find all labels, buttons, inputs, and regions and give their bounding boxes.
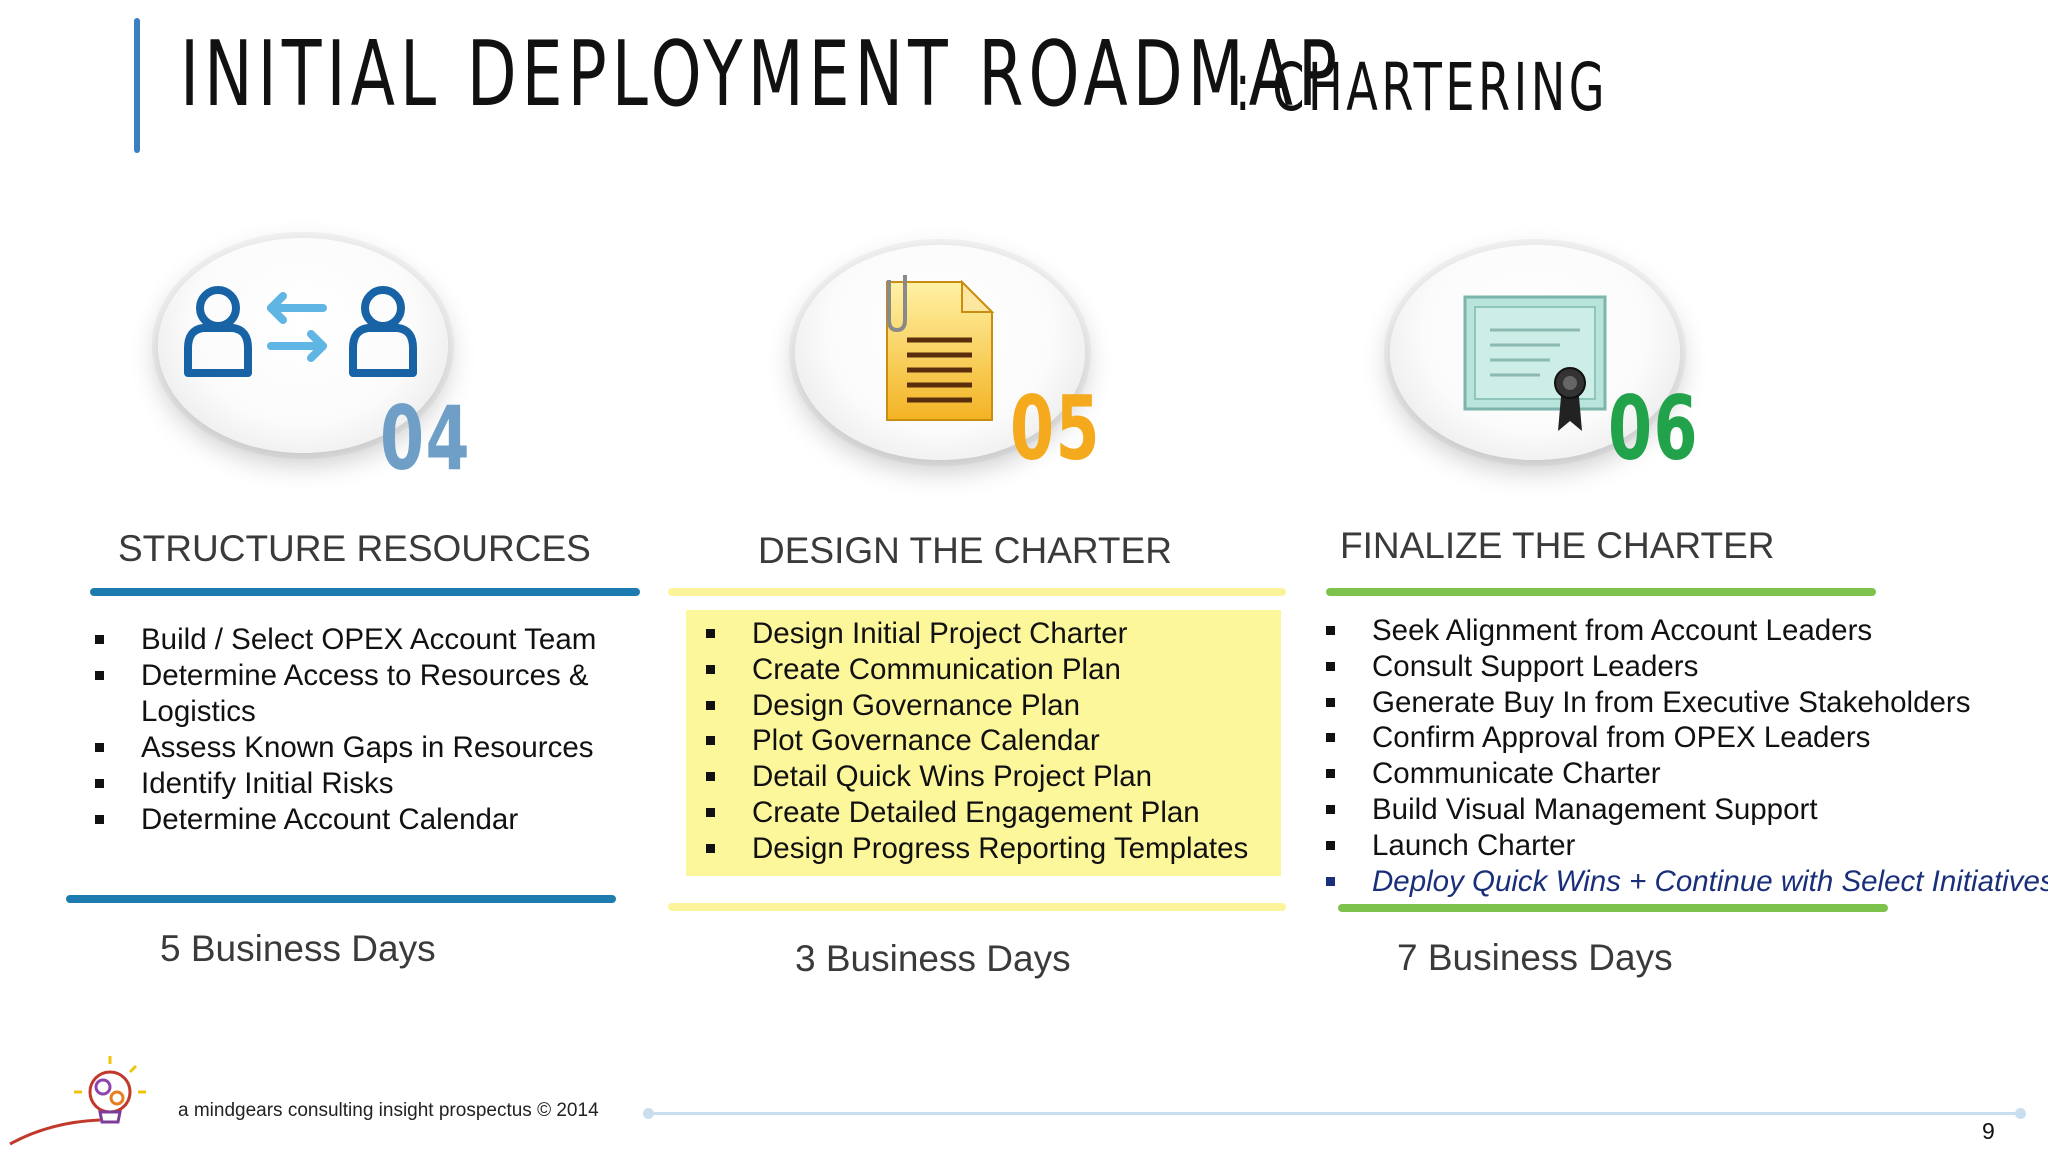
highlight-box xyxy=(686,610,1281,876)
task-list: Build / Select OPEX Account Team Determi… xyxy=(95,622,655,838)
page-title: INITIAL DEPLOYMENT ROADMAP xyxy=(180,22,1343,127)
list-item: Design Governance Plan xyxy=(706,688,1248,724)
list-item: Build / Select OPEX Account Team xyxy=(95,622,655,658)
list-item: Assess Known Gaps in Resources xyxy=(95,730,655,766)
list-item: Determine Account Calendar xyxy=(95,802,655,838)
footer-line-end xyxy=(2015,1108,2026,1119)
document-clip-icon xyxy=(886,275,995,421)
list-item: Create Communication Plan xyxy=(706,652,1248,688)
step-05-badge xyxy=(795,245,1085,460)
list-item: Communicate Charter xyxy=(1326,756,2048,792)
list-item: Seek Alignment from Account Leaders xyxy=(1326,613,2048,649)
footer-divider xyxy=(1338,904,1888,912)
step-04-badge xyxy=(158,238,448,453)
heading-divider xyxy=(1326,588,1876,596)
footer-credit: a mindgears consulting insight prospectu… xyxy=(178,1100,599,1121)
duration-label: 3 Business Days xyxy=(795,938,1071,979)
list-item-highlight: Deploy Quick Wins + Continue with Select… xyxy=(1326,864,2048,900)
list-item: Build Visual Management Support xyxy=(1326,792,2048,828)
list-item: Generate Buy In from Executive Stakehold… xyxy=(1326,685,2048,721)
certificate-icon xyxy=(1463,295,1607,431)
task-list: Seek Alignment from Account Leaders Cons… xyxy=(1326,613,2048,899)
duration-label: 5 Business Days xyxy=(160,928,436,969)
step-number: 06 xyxy=(1608,377,1700,480)
footer-line-start xyxy=(643,1108,654,1119)
list-item: Design Initial Project Charter xyxy=(706,616,1248,652)
list-item: Detail Quick Wins Project Plan xyxy=(706,759,1248,795)
list-item: Create Detailed Engagement Plan xyxy=(706,795,1248,831)
column-heading: STRUCTURE RESOURCES xyxy=(118,528,591,569)
step-number: 05 xyxy=(1010,377,1102,480)
page-number: 9 xyxy=(1982,1118,1995,1144)
step-number: 04 xyxy=(380,387,472,490)
duration-label: 7 Business Days xyxy=(1397,937,1673,978)
page-subtitle: : CHARTERING xyxy=(1235,49,1609,126)
list-item: Determine Access to Resources & xyxy=(95,658,655,694)
heading-divider xyxy=(90,588,640,596)
list-item: Design Progress Reporting Templates xyxy=(706,831,1248,867)
list-item: Identify Initial Risks xyxy=(95,766,655,802)
list-item-continuation: Logistics xyxy=(141,695,256,728)
heading-divider xyxy=(668,588,1286,596)
footer-line xyxy=(648,1112,2020,1115)
people-exchange-icon xyxy=(184,286,417,377)
list-item: Confirm Approval from OPEX Leaders xyxy=(1326,720,2048,756)
title-accent-bar xyxy=(134,18,140,153)
list-item: Plot Governance Calendar xyxy=(706,723,1248,759)
list-item: Consult Support Leaders xyxy=(1326,649,2048,685)
list-item: Launch Charter xyxy=(1326,828,2048,864)
column-heading: FINALIZE THE CHARTER xyxy=(1340,525,1775,566)
step-06-badge xyxy=(1390,245,1680,460)
column-heading: DESIGN THE CHARTER xyxy=(758,530,1172,571)
footer-divider xyxy=(668,903,1286,911)
task-list: Design Initial Project Charter Create Co… xyxy=(706,616,1248,867)
lightbulb-gears-logo xyxy=(9,1056,146,1146)
footer-divider xyxy=(66,895,616,903)
